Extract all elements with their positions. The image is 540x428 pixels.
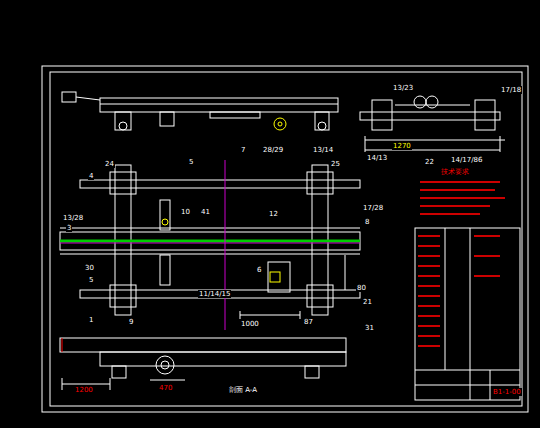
callout-number: 25 <box>330 160 341 168</box>
callout-number: 1200 <box>74 386 94 394</box>
callout-number: 80 <box>356 284 367 292</box>
callout-number: 24 <box>104 160 115 168</box>
callout-number: 14/13 <box>366 154 388 162</box>
callout-number: B1-1-00 <box>492 388 522 396</box>
callout-number: 17/28 <box>362 204 384 212</box>
callout-number: 13/14 <box>312 146 334 154</box>
callout-number: 6 <box>256 266 262 274</box>
callout-number: 30 <box>84 264 95 272</box>
callout-number: 28/29 <box>262 146 284 154</box>
callout-number: 17/18 <box>500 86 522 94</box>
callout-number: 10 <box>180 208 191 216</box>
callout-number: 1000 <box>240 320 260 328</box>
callout-number: 4 <box>88 172 94 180</box>
callout-number: 12 <box>268 210 279 218</box>
callout-number: 3 <box>66 224 72 232</box>
callout-number: 41 <box>200 208 211 216</box>
callout-number: 13/23 <box>392 84 414 92</box>
callout-number: 5 <box>88 276 94 284</box>
callout-number: 470 <box>158 384 173 392</box>
callout-number: 11/14/15 <box>198 290 231 298</box>
callout-number: 14/17/86 <box>450 156 483 164</box>
callout-number: 1 <box>88 316 94 324</box>
callout-number: 21 <box>362 298 373 306</box>
callout-number: 5 <box>188 158 194 166</box>
callout-number: 剖面 A-A <box>228 386 258 394</box>
callout-number: 13/28 <box>62 214 84 222</box>
callout-number: 9 <box>128 318 134 326</box>
callout-number: 7 <box>240 146 246 154</box>
callout-number: 技术要求 <box>440 168 470 176</box>
callout-number: 31 <box>364 324 375 332</box>
callout-number: 87 <box>303 318 314 326</box>
callout-number: 22 <box>424 158 435 166</box>
callout-number: 1270 <box>392 142 412 150</box>
callout-number: 8 <box>364 218 370 226</box>
